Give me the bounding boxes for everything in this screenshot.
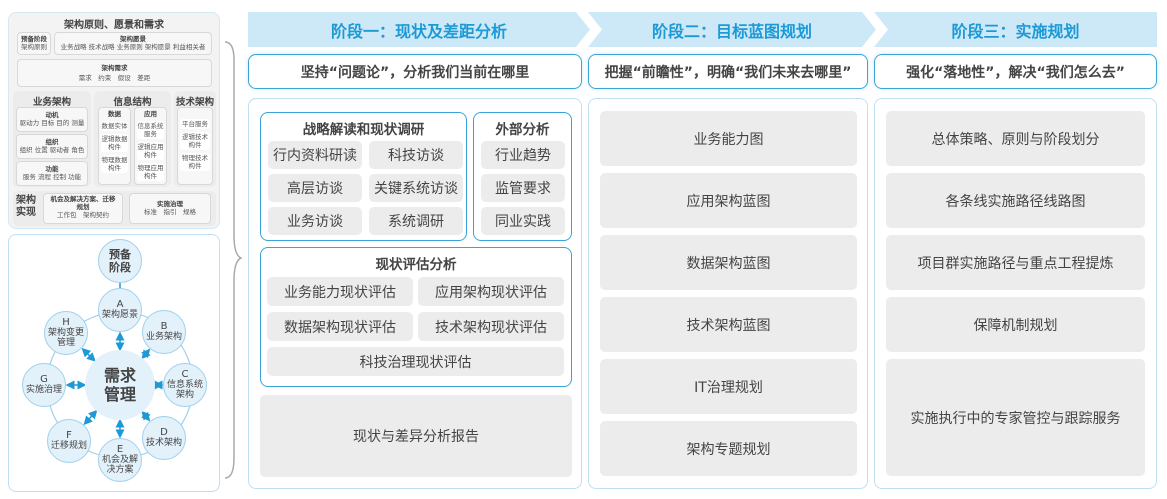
analysis-item[interactable]: 关键系统访谈 (369, 174, 463, 202)
analysis-item[interactable]: 高层访谈 (268, 174, 362, 202)
data-title: 数据 (108, 110, 121, 118)
analysis-item[interactable]: 监管要求 (481, 174, 565, 202)
analysis-item[interactable]: 业务访谈 (268, 207, 362, 235)
stage-1-subtitle: 坚持“问题论”，分析我们当前在哪里 (248, 54, 582, 89)
component-item: 物理技术构件 (180, 153, 210, 171)
component-item: 信息系统服务 (137, 121, 164, 139)
prelim-box: 预备阶段 架构原则 (17, 32, 51, 55)
bidirectional-arrow (83, 409, 98, 426)
gap-analysis-report[interactable]: 现状与差异分析报告 (260, 395, 572, 477)
analysis-item[interactable]: IT治理规划 (600, 359, 857, 414)
prelim-node[interactable]: 预备阶段 (98, 239, 142, 283)
analysis-item[interactable]: 科技访谈 (369, 141, 463, 169)
analysis-item[interactable]: 应用架构蓝图 (600, 173, 857, 228)
analysis-item[interactable]: 系统调研 (369, 207, 463, 235)
analysis-item[interactable]: 业务能力图 (600, 111, 857, 166)
component-item: 逻辑数据构件 (101, 134, 128, 152)
stage-2-header[interactable]: 阶段二：目标蓝图规划 (588, 12, 876, 47)
prelim-title: 预备阶段 (21, 35, 47, 43)
business-item: 动机驱动力 目标 目的 测量 (16, 107, 88, 132)
business-item: 功能服务 流程 控制 功能 (16, 161, 88, 186)
analysis-item[interactable]: 行内资料研读 (268, 141, 362, 169)
external-title: 外部分析 (495, 122, 550, 138)
stage-1-header[interactable]: 阶段一：现状及差距分析 (248, 12, 590, 47)
framework-panel: 架构原则、愿景和需求 预备阶段 架构原则 架构愿景 业务战略 技术战略 业务原则… (8, 12, 220, 229)
opportunity-title: 机会及解决方案、迁移规划 (50, 195, 116, 211)
stage-2-subtitle: 把握“前瞻性”，明确“我们未来去哪里” (588, 54, 868, 89)
governance-box: 实施治理 标准 指引 规格 (129, 193, 211, 224)
framework-title: 架构原则、愿景和需求 (64, 20, 164, 31)
analysis-item[interactable]: 行业趋势 (481, 141, 565, 169)
vision-title: 架构愿景 (120, 35, 146, 43)
component-item: 物理应用构件 (137, 163, 164, 181)
analysis-item[interactable]: 数据架构现状评估 (267, 312, 413, 341)
component-item: 平台服务 (180, 119, 210, 129)
stage-3-content: 总体策略、原则与阶段划分各条线实施路径线路图项目群实施路径与重点工程提炼保障机制… (874, 98, 1157, 489)
stage-3-subtitle: 强化“落地性”，解决“我们怎么去” (874, 54, 1157, 89)
analysis-item[interactable]: 技术架构蓝图 (600, 297, 857, 352)
requirements-title: 架构需求 (101, 64, 128, 72)
vision-box: 架构愿景 业务战略 技术战略 业务原则 架构愿景 利益相关者 (54, 32, 212, 55)
analysis-item[interactable]: 数据架构蓝图 (600, 235, 857, 290)
app-title: 应用 (144, 110, 157, 118)
analysis-item[interactable]: 各条线实施路径线路图 (886, 173, 1145, 228)
analysis-item[interactable]: 保障机制规划 (886, 297, 1145, 352)
opportunity-box: 机会及解决方案、迁移规划 工作包 架构契约 (43, 193, 123, 224)
tech-title: 技术架构 (175, 97, 214, 108)
analysis-item[interactable]: 项目群实施路径与重点工程提炼 (886, 235, 1145, 290)
realization-title: 架构实现 (16, 195, 36, 218)
assessment-card: 现状评估分析 业务能力现状评估应用架构现状评估数据架构现状评估技术架构现状评估科… (260, 247, 572, 387)
app-column: 应用 信息系统服务逻辑应用构件物理应用构件 (134, 107, 167, 185)
analysis-item[interactable]: 技术架构现状评估 (418, 312, 564, 341)
external-card: 外部分析 行业趋势监管要求同业实践 (473, 112, 572, 241)
center-node: 需求管理 (85, 350, 155, 420)
requirements-sub: 需求 约束 假设 差距 (78, 74, 151, 82)
analysis-item[interactable]: 架构专题规划 (600, 421, 857, 476)
component-item: 数据实体 (101, 121, 128, 131)
stage-3-header[interactable]: 阶段三：实施规划 (874, 12, 1157, 47)
bidirectional-arrow (141, 410, 151, 422)
analysis-item[interactable]: 总体策略、原则与阶段划分 (886, 111, 1145, 166)
stage-1-content: 战略解读和现状调研 行内资料研读科技访谈高层访谈关键系统访谈业务访谈系统调研 外… (248, 98, 582, 489)
component-item: 物理数据构件 (101, 155, 128, 173)
assessment-title: 现状评估分析 (375, 257, 457, 273)
business-panel: 业务架构 动机驱动力 目标 目的 测量组织组织 位置 驱动者 角色功能服务 流程… (13, 91, 91, 187)
bidirectional-arrow (81, 347, 96, 362)
brace-icon (224, 41, 242, 479)
analysis-item[interactable]: 业务能力现状评估 (267, 277, 413, 306)
realization-panel: 架构实现 机会及解决方案、迁移规划 工作包 架构契约 实施治理 标准 指引 规格 (13, 191, 216, 226)
analysis-item[interactable]: 科技治理现状评估 (267, 347, 564, 376)
business-item: 组织组织 位置 驱动者 角色 (16, 134, 88, 159)
analysis-item[interactable]: 同业实践 (481, 207, 565, 235)
research-card: 战略解读和现状调研 行内资料研读科技访谈高层访谈关键系统访谈业务访谈系统调研 (260, 112, 467, 241)
governance-sub: 标准 指引 规格 (144, 208, 196, 216)
analysis-item[interactable]: 实施执行中的专家管控与跟踪服务 (886, 359, 1145, 476)
requirements-box: 架构需求 需求 约束 假设 差距 (17, 59, 212, 87)
component-item: 逻辑应用构件 (137, 142, 164, 160)
analysis-item[interactable]: 应用架构现状评估 (418, 277, 564, 306)
data-column: 数据 数据实体逻辑数据构件物理数据构件 (98, 107, 131, 185)
opportunity-sub: 工作包 架构契约 (57, 211, 109, 219)
business-title: 业务架构 (32, 97, 71, 108)
stage-2-content: 业务能力图应用架构蓝图数据架构蓝图技术架构蓝图 IT治理规划架构专题规划 (588, 98, 868, 489)
tech-column: 平台服务逻辑技术构件物理技术构件 (177, 107, 213, 185)
tech-panel: 技术架构 平台服务逻辑技术构件物理技术构件 (174, 91, 216, 187)
info-panel: 信息结构 数据 数据实体逻辑数据构件物理数据构件 应用 信息系统服务逻辑应用构件… (94, 91, 171, 187)
governance-title: 实施治理 (157, 200, 183, 208)
prelim-sub: 架构原则 (21, 43, 47, 51)
component-item: 逻辑技术构件 (180, 132, 210, 150)
info-title: 信息结构 (113, 97, 152, 108)
bidirectional-arrow (141, 348, 151, 360)
research-title: 战略解读和现状调研 (302, 122, 425, 138)
vision-sub: 业务战略 技术战略 业务原则 架构愿景 利益相关者 (60, 43, 206, 51)
